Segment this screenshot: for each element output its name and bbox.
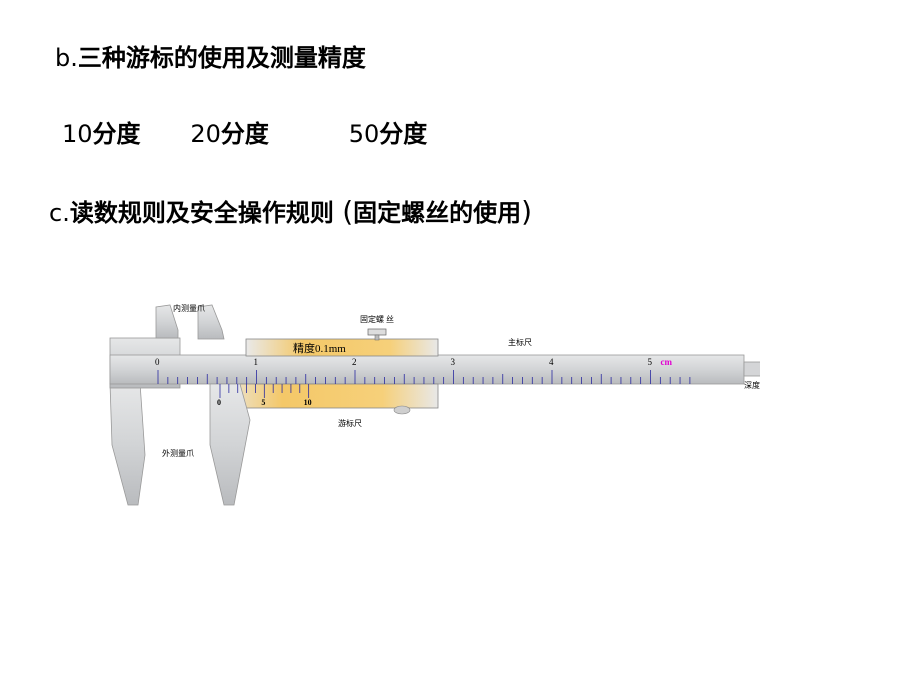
precision-item-20: 20分度 (190, 114, 340, 149)
fixed-inner-jaw (155, 304, 179, 339)
depth-rod (743, 361, 760, 377)
locking-screw-stem (374, 334, 380, 341)
main-scale-label: 主标尺 (508, 337, 532, 347)
vernier-number: 5 (261, 398, 265, 407)
movable-outer-jaw (209, 383, 251, 506)
depth-rod-label: 深度尺 (744, 380, 760, 390)
heading-c: c.读数规则及安全操作规则 (固定螺丝的使用) (49, 193, 532, 228)
fixed-outer-jaw (109, 382, 146, 506)
vernier-number: 0 (217, 398, 221, 407)
outer-jaw-label: 外测量爪 (162, 448, 194, 458)
precision-unit: 分度 (220, 120, 269, 148)
vernier-slider (215, 383, 439, 409)
precision-number: 20 (190, 120, 221, 148)
heading-c-paren-text: 固定螺丝的使用 (353, 199, 522, 227)
precision-unit: 分度 (92, 120, 141, 148)
main-scale-number: 1 (254, 357, 259, 367)
main-scale-number: 4 (549, 357, 554, 367)
main-scale: 0 1 2 3 4 5 cm (155, 357, 691, 384)
precision-list: 10分度 20分度 50分度 (62, 114, 427, 149)
movable-inner-jaw (197, 304, 225, 340)
locking-screw-label: 固定螺 丝 (360, 314, 394, 324)
precision-item-50: 50分度 (349, 114, 428, 149)
precision-number: 10 (62, 120, 93, 148)
paren-open: ( (342, 195, 354, 228)
precision-label: 精度0.1mm (293, 341, 346, 355)
heading-b: b.三种游标的使用及测量精度 (55, 38, 366, 73)
precision-item-10: 10分度 (62, 114, 182, 149)
main-scale-number: 2 (352, 357, 357, 367)
paren-close: ) (521, 195, 533, 228)
unit-label: cm (661, 357, 673, 367)
main-scale-number: 3 (451, 357, 456, 367)
heading-b-prefix: b. (55, 44, 78, 72)
locking-screw (367, 328, 387, 336)
main-scale-number: 0 (155, 357, 160, 367)
heading-c-prefix: c. (49, 199, 70, 227)
precision-unit: 分度 (379, 120, 428, 148)
vernier-scale: 0 5 10 (217, 384, 312, 407)
vernier-caliper-diagram: 内测量爪 固定螺 丝 主标尺 精度0.1mm 深度尺 游标尺 外测量爪 0 1 2 3… (109, 303, 760, 506)
vernier-number: 10 (304, 398, 312, 407)
thumb-wheel (393, 405, 411, 415)
inner-jaw-label: 内测量爪 (173, 303, 205, 313)
precision-number: 50 (348, 120, 380, 148)
vernier-label: 游标尺 (338, 418, 362, 428)
slider-top (245, 338, 439, 357)
main-scale-number: 5 (648, 357, 653, 367)
heading-c-text: 读数规则及安全操作规则 (69, 199, 334, 227)
heading-b-text: 三种游标的使用及测量精度 (77, 44, 366, 72)
